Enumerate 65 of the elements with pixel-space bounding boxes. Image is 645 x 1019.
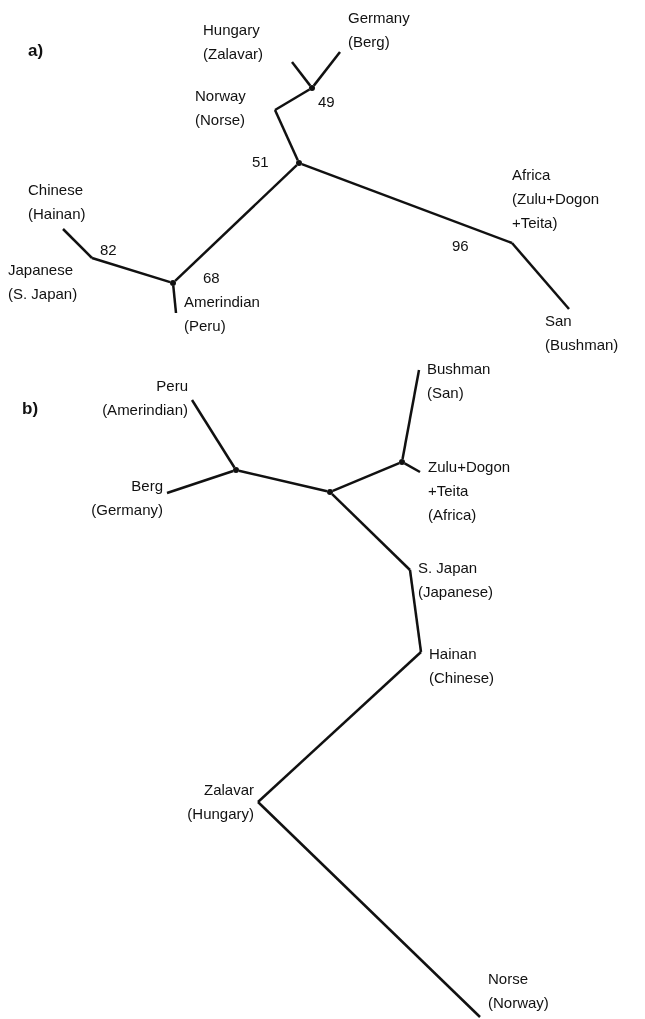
taxon-label: (Chinese)	[429, 668, 495, 688]
bootstrap-value: 49	[318, 92, 335, 112]
tree-branch	[91, 256, 171, 284]
tree-branch	[274, 88, 311, 112]
taxon-label: Africa	[512, 165, 551, 185]
tree-branch	[257, 651, 422, 803]
taxon-label: (Japanese)	[418, 582, 494, 602]
tree-branch	[332, 462, 400, 492]
panel-label: b)	[22, 398, 39, 420]
taxon-label: Chinese	[28, 180, 84, 200]
tree-branch	[172, 285, 178, 314]
taxon-label: (Norway)	[488, 993, 549, 1013]
taxon-label: Germany	[348, 8, 410, 28]
taxon-label: (Zalavar)	[203, 44, 263, 64]
tree-branch	[331, 493, 411, 571]
branch-node	[296, 160, 302, 166]
taxon-label: S. Japan	[418, 558, 478, 578]
taxon-label: (Africa)	[428, 505, 477, 525]
taxon-label: (Hainan)	[28, 204, 86, 224]
bootstrap-value: 82	[100, 240, 117, 260]
branch-node	[233, 467, 239, 473]
taxon-label: (San)	[427, 383, 464, 403]
tree-branch	[408, 569, 423, 653]
taxon-label: Norway	[195, 86, 246, 106]
tree-branch	[404, 462, 421, 474]
taxon-label: Japanese	[8, 260, 74, 280]
tree-branch	[291, 61, 312, 87]
tree-branch	[238, 469, 328, 493]
taxon-label: Bushman	[427, 359, 491, 379]
tree-branch	[312, 51, 341, 87]
taxon-label: (Bushman)	[545, 335, 619, 355]
taxon-label: Amerindian	[184, 292, 260, 312]
tree-branch	[257, 801, 481, 1018]
taxon-label: Hainan	[429, 644, 477, 664]
panel-label: a)	[28, 40, 44, 62]
branch-node	[327, 489, 333, 495]
taxon-label: (Hungary)	[187, 804, 254, 824]
tree-branch	[174, 164, 298, 282]
taxon-label: (Zulu+Dogon +Teita)	[512, 189, 601, 233]
taxon-label: Norse	[488, 969, 528, 989]
taxon-label: (Norse)	[195, 110, 245, 130]
branch-node	[309, 85, 315, 91]
tree-branch	[190, 399, 236, 469]
taxon-label: Hungary	[203, 20, 260, 40]
bootstrap-value: 51	[252, 152, 269, 172]
taxon-label: Zulu+Dogon +Teita	[428, 457, 512, 501]
taxon-label: (Amerindian)	[102, 400, 188, 420]
bootstrap-value: 96	[452, 236, 469, 256]
taxon-label: San	[545, 311, 572, 331]
taxon-label: (Peru)	[184, 316, 226, 336]
tree-branch	[401, 369, 421, 460]
taxon-label: Berg	[131, 476, 163, 496]
branch-node	[399, 459, 405, 465]
tree-branch	[301, 162, 513, 245]
taxon-label: (Germany)	[91, 500, 163, 520]
taxon-label: Zalavar	[203, 780, 254, 800]
taxon-label: Peru	[156, 376, 188, 396]
bootstrap-value: 68	[203, 268, 220, 288]
branch-node	[170, 280, 176, 286]
tree-branch	[62, 228, 93, 259]
taxon-label: (Berg)	[348, 32, 390, 52]
tree-branch	[511, 242, 570, 310]
tree-branch	[273, 109, 299, 161]
taxon-label: (S. Japan)	[8, 284, 78, 304]
tree-branch	[166, 469, 234, 495]
